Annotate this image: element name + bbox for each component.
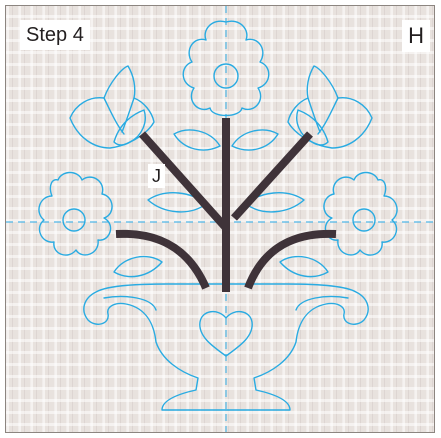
right-curved-stem <box>244 229 337 290</box>
leaf-upper-right <box>231 129 279 151</box>
heart-shape <box>199 311 253 357</box>
top-flower <box>182 20 270 117</box>
urn <box>83 283 369 411</box>
left-flower <box>38 171 113 256</box>
leaf-lower-right <box>279 255 329 278</box>
right-tulip <box>287 65 373 149</box>
leaf-upper-left <box>173 129 221 151</box>
left-curved-stem <box>115 229 210 290</box>
piece-letter-label: J <box>148 164 165 188</box>
applique-pattern <box>6 6 434 432</box>
step-label: Step 4 <box>20 20 90 50</box>
right-flower <box>323 171 398 256</box>
right-diagonal-stem <box>231 131 313 221</box>
quilt-block-panel: Step 4 H J <box>5 5 435 433</box>
left-tulip <box>69 65 155 149</box>
block-letter: H <box>402 20 430 52</box>
left-diagonal-stem <box>139 131 229 231</box>
leaf-lower-left <box>113 255 163 278</box>
stems <box>115 118 337 292</box>
